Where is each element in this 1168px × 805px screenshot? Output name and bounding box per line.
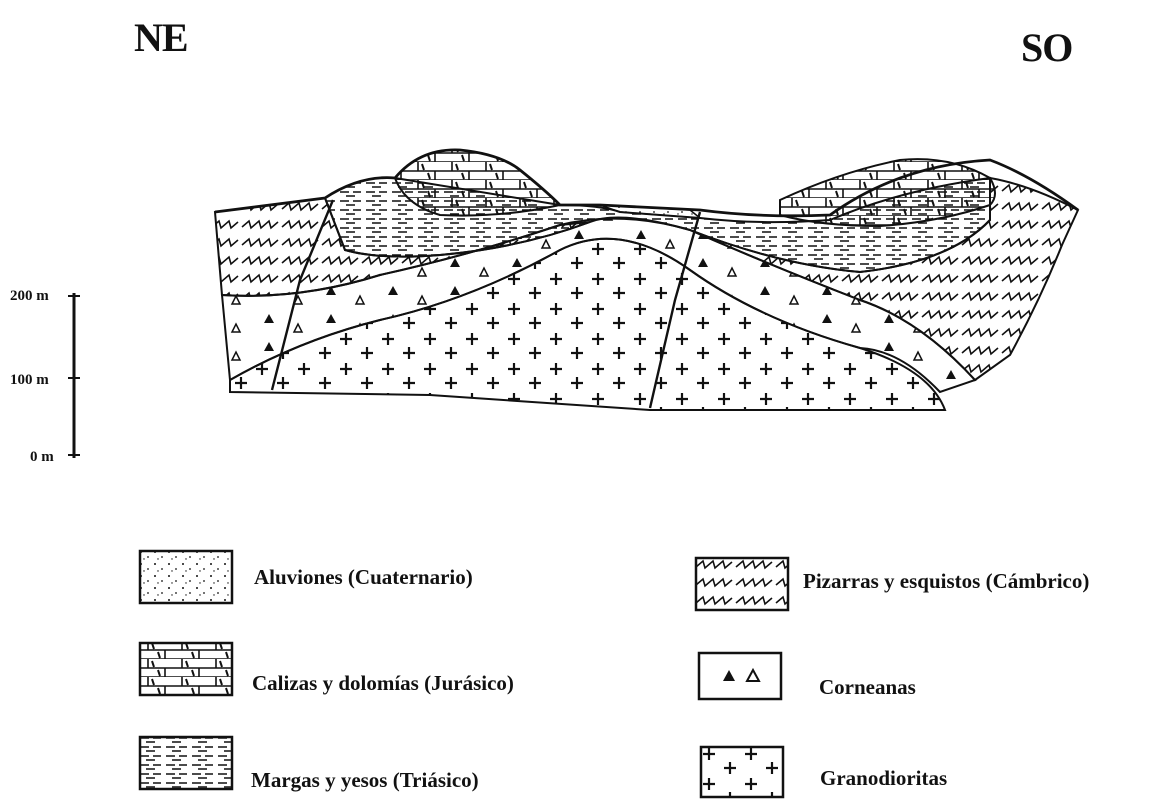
legend-swatch-corneanas xyxy=(697,651,783,701)
legend-label-granodioritas: Granodioritas xyxy=(820,766,947,791)
legend-swatch-aluviones xyxy=(138,549,234,605)
legend-swatch-granodioritas xyxy=(699,745,785,799)
legend-label-aluviones: Aluviones (Cuaternario) xyxy=(254,565,473,590)
vertical-scale-bar xyxy=(68,293,80,458)
legend-swatch-margas xyxy=(138,735,234,791)
legend-label-corneanas: Corneanas xyxy=(819,675,916,700)
legend-swatch-pizarras xyxy=(694,556,790,612)
legend-label-margas: Margas y yesos (Triásico) xyxy=(251,768,479,793)
legend-label-pizarras: Pizarras y esquistos (Cámbrico) xyxy=(803,569,1089,594)
scale-label-100: 100 m xyxy=(10,372,49,389)
legend-label-calizas: Calizas y dolomías (Jurásico) xyxy=(252,671,514,696)
legend-swatch-calizas xyxy=(138,641,234,697)
scale-label-200: 200 m xyxy=(10,288,49,305)
scale-label-0: 0 m xyxy=(30,449,54,466)
